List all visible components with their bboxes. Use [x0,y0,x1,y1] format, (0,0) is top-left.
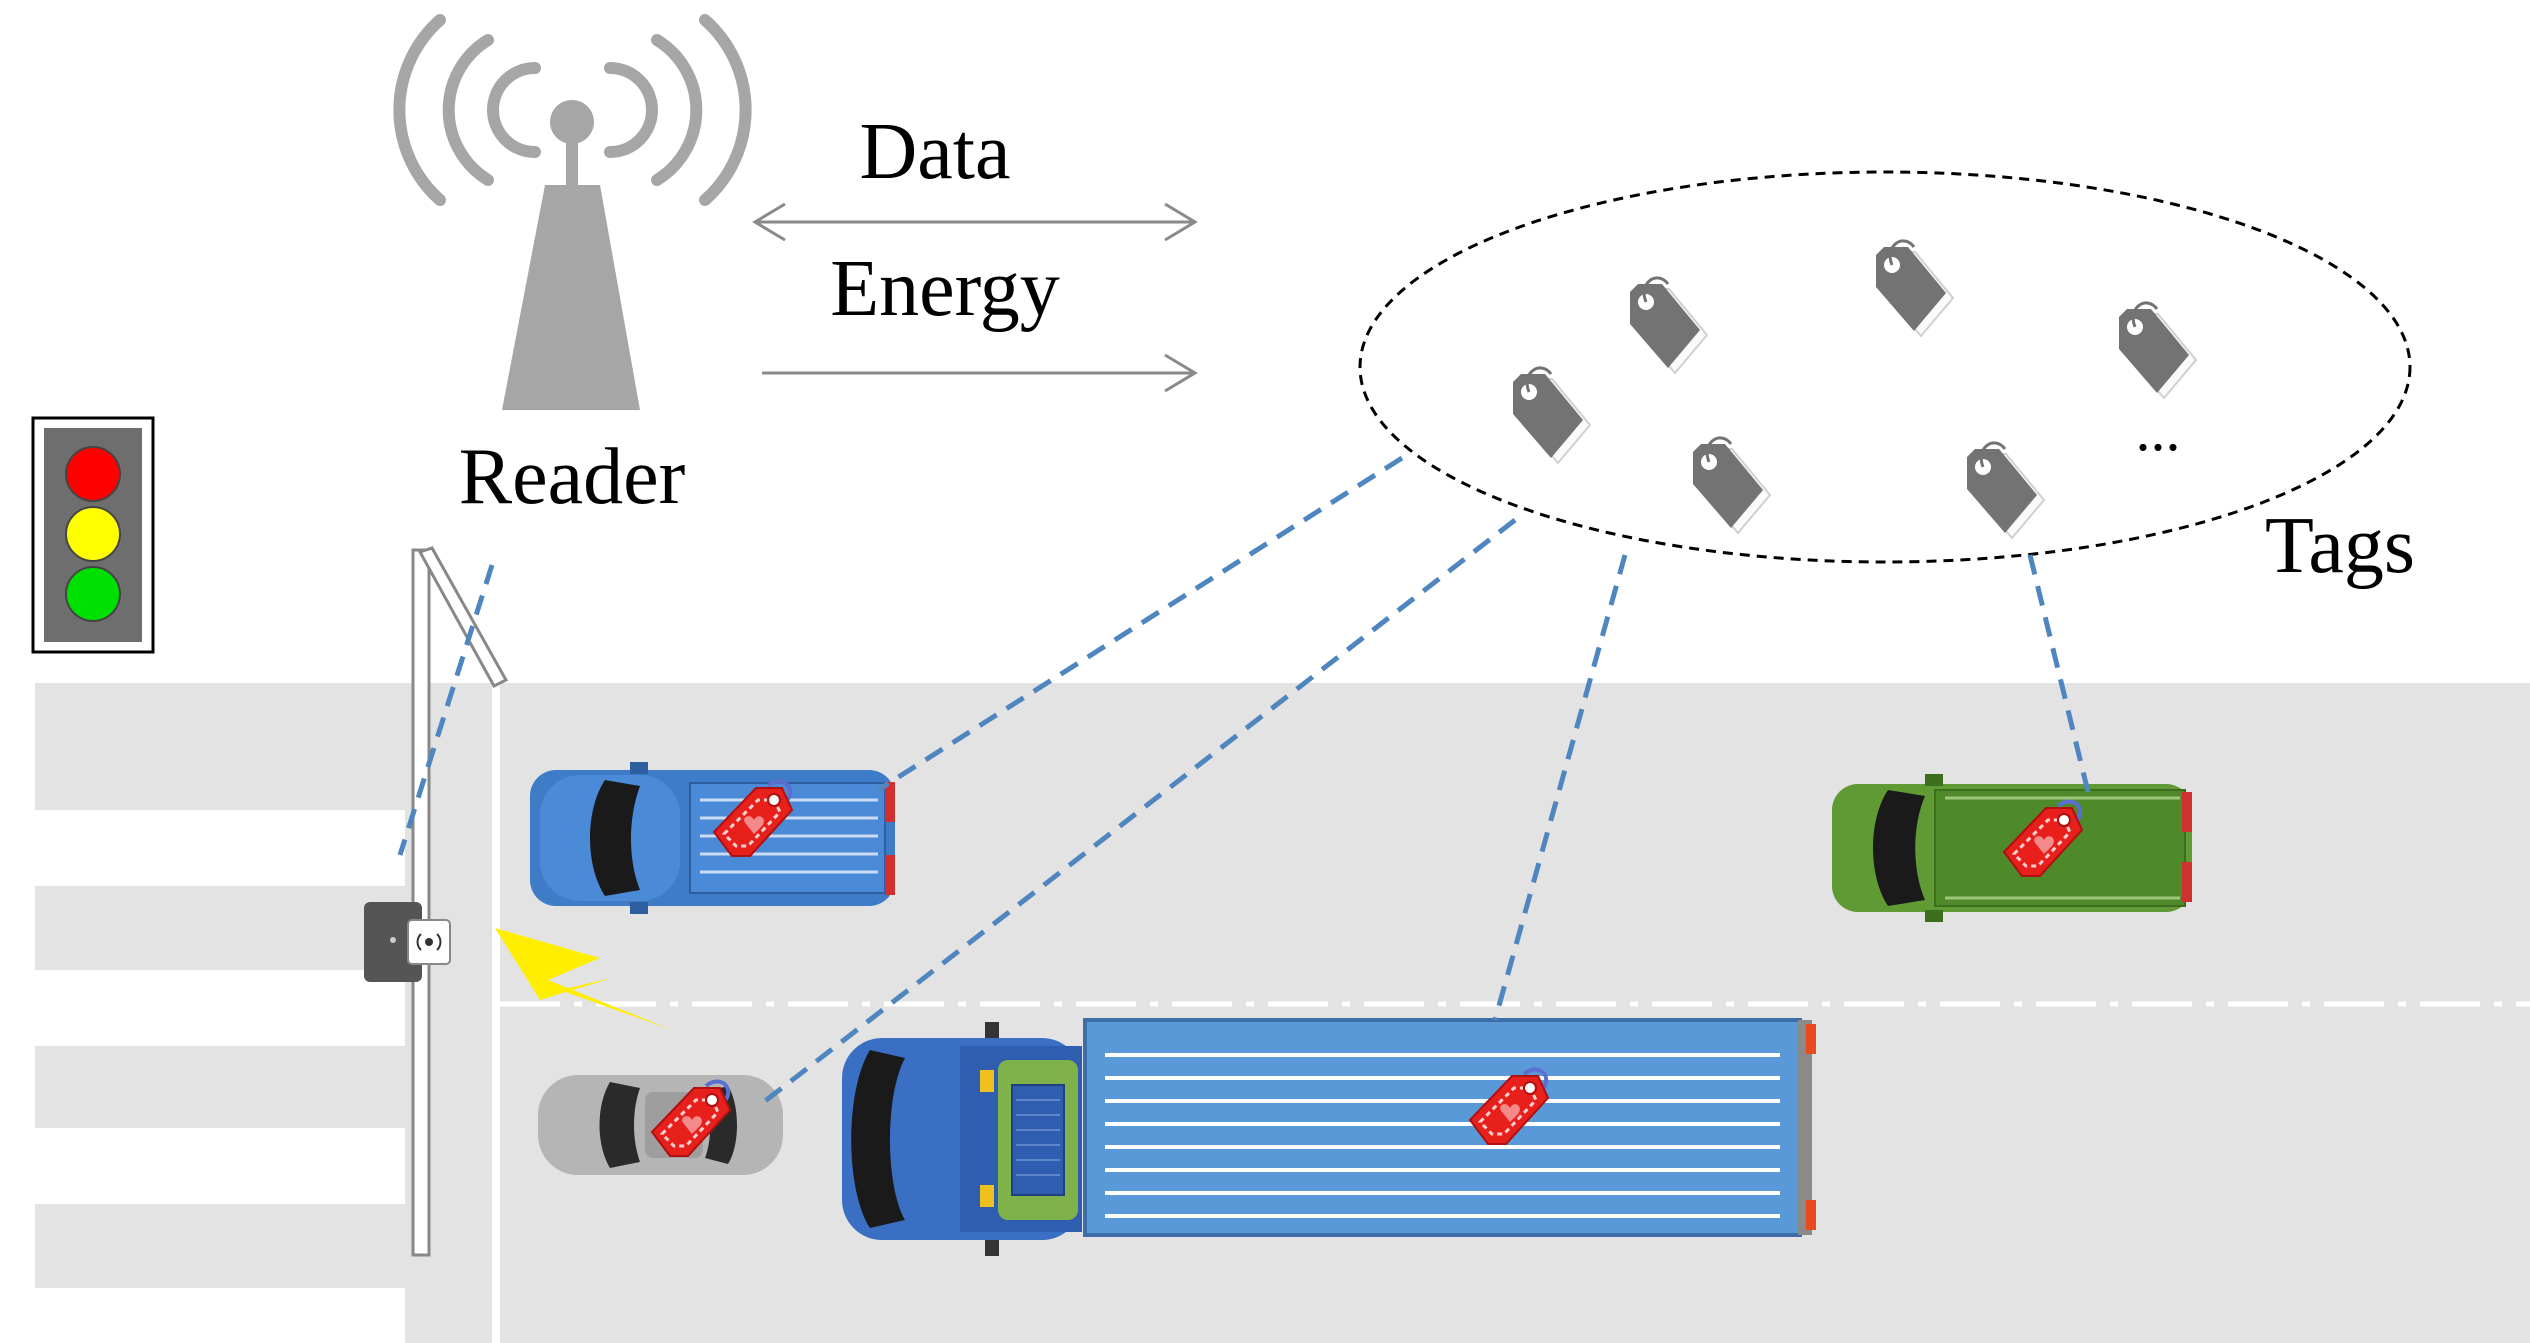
tag-link-lines [397,455,2093,1107]
rfid-tag-icon [1874,239,1955,338]
rfid-tag-icon [1628,276,1709,375]
traffic-light-icon [31,416,155,654]
truck-trailer [1083,1018,1816,1237]
tags-ellipse [1358,170,2412,564]
rfid-tag-icon [1511,366,1592,465]
crosswalk [35,810,405,1343]
reader-label: Reader [459,433,686,521]
roadside-reader-icon [364,902,451,982]
truck-cab [842,1022,1082,1256]
energy-arrow [762,353,1198,393]
rfid-tag-icon [2117,301,2198,400]
antenna-tower-body [502,100,640,410]
roadside-pole [411,546,509,1257]
data-arrow [752,202,1198,242]
data-label: Data [859,108,1010,196]
stop-line [492,683,500,1343]
lightning-bolt-icon [495,928,672,1030]
rfid-tag-icon [1691,436,1772,535]
rfid-tag-icon [1965,441,2046,540]
road [35,683,2530,1343]
blue-suv [530,762,895,914]
energy-label: Energy [830,245,1060,333]
antenna-tower-icon [393,14,752,206]
tags-ellipsis: ... [2136,397,2181,463]
tags-label: Tags [2265,502,2415,590]
